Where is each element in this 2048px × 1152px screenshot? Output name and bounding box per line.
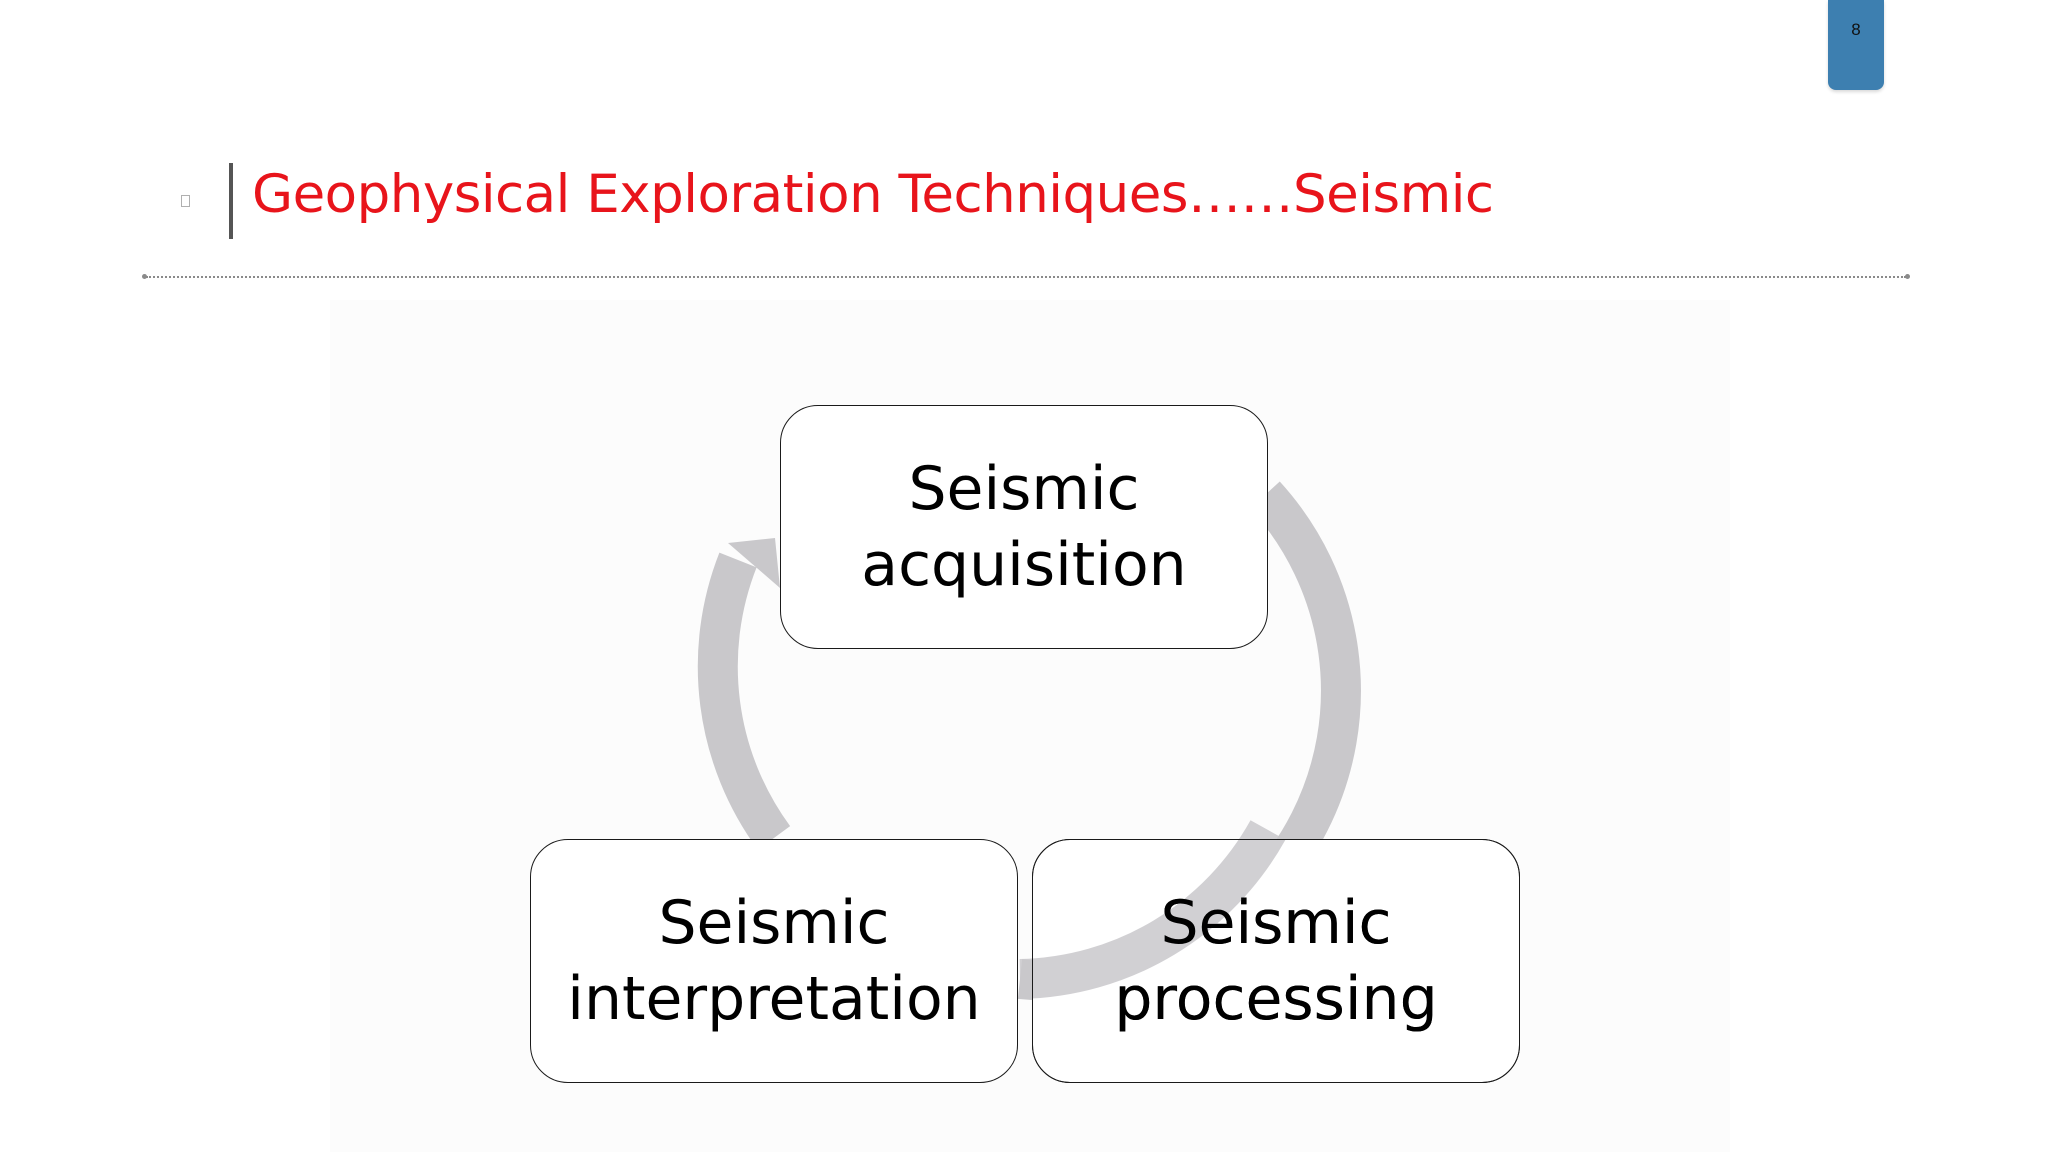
- node-label-line2: acquisition: [861, 530, 1187, 600]
- node-label-line1: Seismic: [658, 888, 890, 958]
- node-seismic-interpretation: Seismic interpretation: [530, 839, 1018, 1083]
- cycle-arc-overlay: [1019, 820, 1286, 999]
- node-label-line1: Seismic: [908, 454, 1140, 524]
- node-seismic-acquisition: Seismic acquisition: [780, 405, 1268, 649]
- title-accent-bar: [229, 163, 233, 239]
- page-number-tab: 8: [1828, 0, 1884, 90]
- bullet-marker-icon: [181, 195, 190, 207]
- node-seismic-processing-text-layer: Seismic processing: [1032, 839, 1520, 1083]
- node-label-line2: processing: [1114, 964, 1438, 1034]
- slide-title: Geophysical Exploration Techniques……Seis…: [252, 164, 1494, 225]
- cycle-arc-left: [697, 552, 791, 850]
- title-divider: [142, 274, 1910, 279]
- page-number: 8: [1851, 20, 1861, 39]
- node-label-line2: interpretation: [567, 964, 981, 1034]
- cycle-arrowhead-icon: [728, 538, 780, 588]
- node-label-line2: processing: [1114, 964, 1438, 1034]
- node-label-line1: Seismic: [1160, 888, 1392, 958]
